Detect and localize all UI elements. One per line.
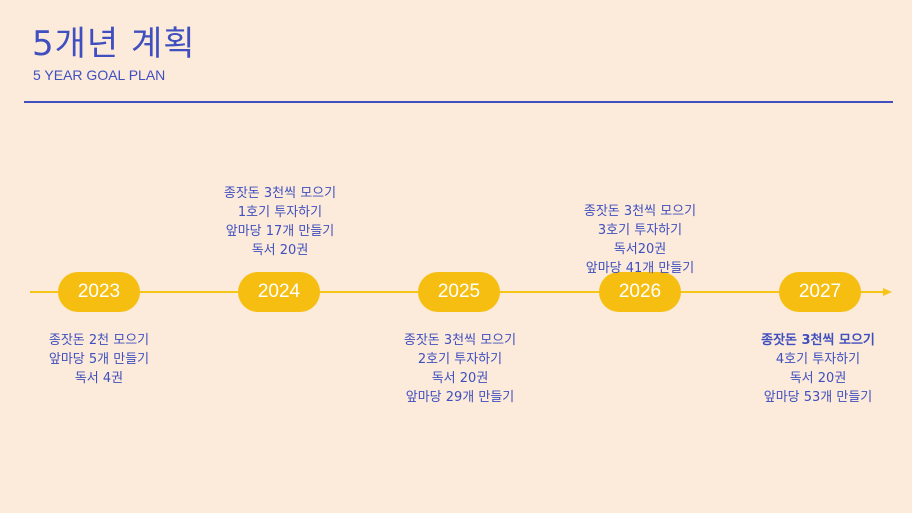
arrow-right-icon [883,288,892,296]
goals-2026: 종잣돈 3천씩 모으기 3호기 투자하기 독서20권 앞마당 41개 만들기 [555,202,725,278]
goal-item: 독서 20권 [251,243,309,258]
goals-2027: 종잣돈 3천씩 모으기 4호기 투자하기 독서 20권 앞마당 53개 만들기 [733,331,903,407]
year-badge-2023: 2023 [58,272,140,312]
goal-item: 3호기 투자하기 [597,223,683,238]
goal-item: 2호기 투자하기 [417,352,503,367]
goal-item: 앞마당 17개 만들기 [225,224,335,239]
year-badge-2024: 2024 [238,272,320,312]
goal-item: 독서20권 [613,242,667,257]
goal-item: 앞마당 29개 만들기 [405,390,515,405]
goal-item: 앞마당 53개 만들기 [763,390,873,405]
goal-item: 1호기 투자하기 [237,205,323,220]
goal-item: 종잣돈 3천씩 모으기 [583,204,697,219]
goal-item: 종잣돈 3천씩 모으기 [403,333,517,348]
year-badge-2026: 2026 [599,272,681,312]
page-subtitle: 5 YEAR GOAL PLAN [33,67,166,83]
year-badge-2025: 2025 [418,272,500,312]
goal-item: 종잣돈 2천 모으기 [48,333,150,348]
goal-item: 앞마당 41개 만들기 [585,261,695,276]
goal-item: 종잣돈 3천씩 모으기 [761,333,875,348]
year-badge-2027: 2027 [779,272,861,312]
goals-2023: 종잣돈 2천 모으기 앞마당 5개 만들기 독서 4권 [14,331,184,388]
goals-2024: 종잣돈 3천씩 모으기 1호기 투자하기 앞마당 17개 만들기 독서 20권 [195,184,365,260]
goal-item: 앞마당 5개 만들기 [48,352,150,367]
goal-item: 종잣돈 3천씩 모으기 [223,186,337,201]
goal-item: 4호기 투자하기 [775,352,861,367]
goal-item: 독서 4권 [74,371,124,386]
title-divider [24,101,893,103]
goal-item: 독서 20권 [431,371,489,386]
goals-2025: 종잣돈 3천씩 모으기 2호기 투자하기 독서 20권 앞마당 29개 만들기 [375,331,545,407]
page-title: 5개년 계획 [32,24,196,64]
goal-item: 독서 20권 [789,371,847,386]
